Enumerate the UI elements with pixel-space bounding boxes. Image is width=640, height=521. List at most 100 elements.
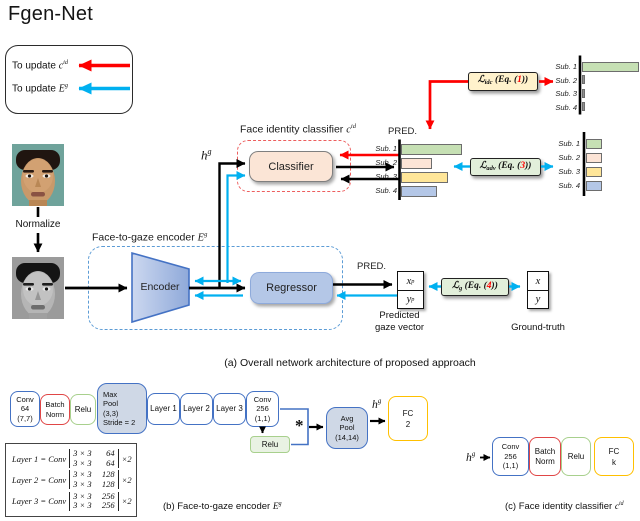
layer3-box: Layer 3 <box>213 393 246 425</box>
equation-lhs: Layer 3 = Conv <box>12 496 67 507</box>
convolution-asterisk: * <box>295 416 304 435</box>
chart-bar <box>581 102 585 111</box>
equation-lhs: Layer 2 = Conv <box>12 474 67 485</box>
caption-line: Predicted <box>379 310 420 321</box>
chart-bar <box>401 158 432 169</box>
loss-text: )) <box>521 75 529 85</box>
box-line: 64 <box>20 404 30 414</box>
matrix-cell: 128 <box>101 469 115 480</box>
page-title: Fgen-Net <box>8 3 93 25</box>
label-var: h <box>372 398 378 411</box>
label-var: c <box>346 124 351 136</box>
chart-row-label: Sub. 3 <box>375 172 397 181</box>
chart-bar <box>581 61 639 72</box>
loss-text: (Eq. ( <box>462 280 487 291</box>
cell-var: x <box>406 275 412 287</box>
loss-subscript: idc <box>484 79 493 86</box>
chart-row-label: Sub. 3 <box>558 167 580 176</box>
legend-sup: g <box>64 82 68 89</box>
box-line: (14,14) <box>335 432 359 442</box>
box-line: Norm <box>45 409 65 419</box>
chart-row-label: Sub. 2 <box>375 158 397 167</box>
equation-lhs: Layer 1 = Conv <box>12 453 67 464</box>
caption-var: E <box>272 502 279 513</box>
loss-eq-number: 1 <box>517 75 522 85</box>
matrix-cell: 3 × 3 <box>73 469 92 480</box>
chart-bar <box>401 172 448 183</box>
label-sup: g <box>204 231 208 238</box>
chart-bar <box>581 75 585 84</box>
caption-line: gaze vector <box>374 322 425 333</box>
label-var: E <box>197 232 205 244</box>
chart-bar <box>585 166 602 177</box>
matrix-cell: 256 <box>101 490 115 501</box>
chart-bar <box>401 144 462 155</box>
face-photo-gray <box>12 257 64 319</box>
classifier-group-label: Face identity classifier cid <box>240 123 356 136</box>
chart-row-label: Sub. 2 <box>555 75 577 85</box>
label-sup: g <box>377 397 382 405</box>
caption-a: (a) Overall network architecture of prop… <box>224 357 476 369</box>
input-face-image <box>12 144 64 206</box>
hg-feature-label-a: hg <box>201 147 212 163</box>
legend-var: E <box>58 83 65 95</box>
box-line: Max <box>103 389 118 399</box>
hg-feature-label-b: hg <box>372 397 381 411</box>
ground-truth-caption: Ground-truth <box>511 322 565 333</box>
box-line: Conv <box>253 394 272 404</box>
loss-text: )) <box>491 280 498 291</box>
label-text: Face-to-gaze encoder <box>92 231 198 244</box>
matrix-cell: 64 <box>106 457 115 468</box>
loss-symbol: ℒ <box>479 161 487 171</box>
caption-text: (b) Face-to-gaze encoder <box>163 501 273 513</box>
box-line: Conv <box>16 394 34 404</box>
label-sup: g <box>471 450 476 458</box>
box-line: 256 <box>504 451 517 461</box>
legend-label: To update <box>12 60 59 72</box>
gt-y-cell: y <box>528 290 548 308</box>
box-line: 256 <box>256 404 269 414</box>
box-line: Relu <box>74 404 92 414</box>
layer1-box: Layer 1 <box>147 393 180 425</box>
chart-row-label: Sub. 1 <box>555 62 577 71</box>
loss-symbol: ℒ <box>452 280 459 291</box>
normalized-face-image <box>12 257 64 319</box>
box-line: k <box>612 457 616 467</box>
caption-text: (c) Face identity classifier <box>505 501 615 513</box>
box-line: Avg <box>340 413 354 423</box>
equation-mult: ×2 <box>121 453 132 464</box>
matrix-cell: 3 × 3 <box>73 457 92 468</box>
box-line: Layer 1 <box>150 404 177 414</box>
hg-feature-label-c: hg <box>466 450 475 464</box>
box-line: Norm <box>535 456 555 466</box>
loss-text: (Eq. ( <box>495 161 521 171</box>
loss-symbol: ℒ <box>477 75 485 85</box>
pred-label-classifier: PRED. <box>388 126 418 137</box>
label-var: h <box>466 451 472 464</box>
chart-bar <box>585 180 602 191</box>
legend-var: c <box>58 60 64 72</box>
legend-label: To update <box>12 83 59 95</box>
chart-bar <box>581 88 585 98</box>
box-line: Stride = 2 <box>103 418 136 427</box>
chart-row-label: Sub. 1 <box>375 144 397 153</box>
classifier-box: Classifier <box>249 151 333 182</box>
equation-mult: ×2 <box>121 496 132 507</box>
ground-truth-box: x y <box>527 271 549 310</box>
cell-var: y <box>406 294 412 306</box>
legend-item-update-eg: To update Eg <box>12 82 68 94</box>
cell-sub: p <box>411 277 415 285</box>
layer2-box: Layer 2 <box>180 393 213 425</box>
caption-c: (c) Face identity classifier cid <box>505 501 624 512</box>
pred-label-gaze: PRED. <box>357 261 387 272</box>
box-line: (1,1) <box>502 461 519 471</box>
